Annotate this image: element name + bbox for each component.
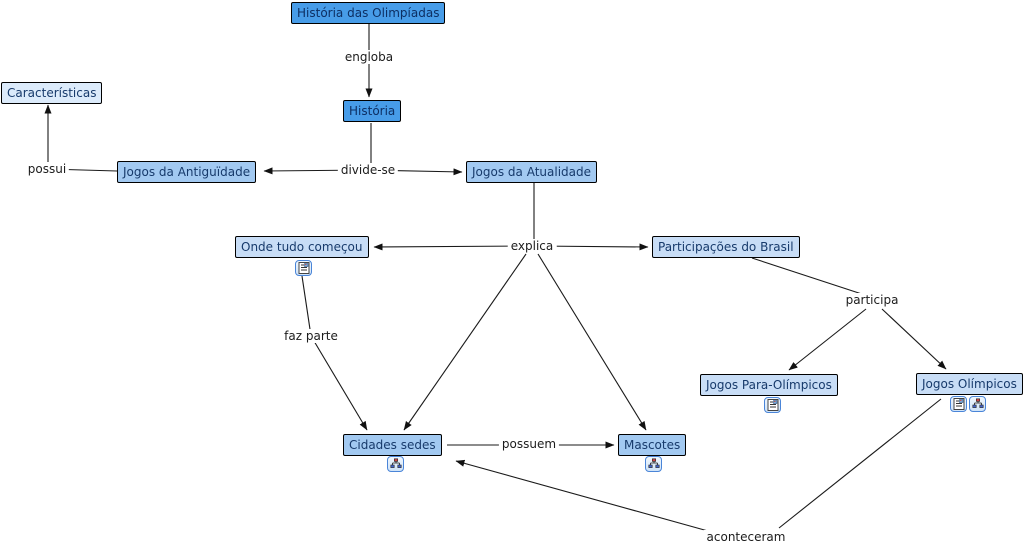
edge-olimpicos-aconteceram [778, 398, 942, 529]
edge-participacoes-participa [751, 257, 872, 298]
link-label-engloba[interactable]: engloba [341, 50, 397, 64]
concept-map-icon [390, 458, 402, 468]
edge-explica-mascotes [537, 253, 647, 431]
concept-map-resource-icon[interactable] [969, 396, 986, 412]
node-mascotes[interactable]: Mascotes [618, 434, 687, 456]
document-icon [953, 398, 964, 410]
edge-faz-parte-cidades [310, 335, 368, 431]
link-label-possui[interactable]: possui [24, 162, 70, 176]
node-jogos-olimpicos[interactable]: Jogos Olímpicos [916, 373, 1023, 395]
concept-map-resource-icon[interactable] [645, 456, 662, 472]
concept-map-icon [972, 398, 984, 408]
node-cidades-sedes[interactable]: Cidades sedes [343, 434, 442, 456]
edge-onde-tudo-faz-parte [301, 275, 312, 337]
document-icon [298, 262, 309, 274]
document-resource-icon[interactable] [764, 397, 781, 413]
document-resource-icon[interactable] [295, 260, 312, 276]
link-label-aconteceram[interactable]: aconteceram [703, 530, 789, 544]
node-historia[interactable]: História [343, 100, 402, 122]
edge-aconteceram-cidades [455, 459, 709, 532]
edge-participa-olimpicos [881, 308, 947, 370]
node-onde-tudo-comecou[interactable]: Onde tudo começou [235, 236, 369, 258]
edge-explica-onde-tudo [373, 243, 531, 251]
node-jogos-da-antiguidade[interactable]: Jogos da Antiguïdade [117, 161, 257, 183]
node-caracteristicas[interactable]: Características [1, 82, 103, 104]
link-label-participa[interactable]: participa [842, 293, 902, 307]
node-historia-das-olimpiadas[interactable]: História das Olimpíadas [291, 2, 446, 24]
link-label-faz-parte[interactable]: faz parte [281, 329, 341, 343]
node-jogos-para-olimpicos[interactable]: Jogos Para-Olímpicos [700, 374, 838, 396]
link-label-explica[interactable]: explica [507, 239, 557, 253]
document-icon [767, 399, 778, 411]
node-participacoes-do-brasil[interactable]: Participações do Brasil [652, 236, 800, 258]
edge-explica-cidades [403, 253, 527, 431]
link-label-possuem[interactable]: possuem [498, 437, 560, 451]
node-jogos-da-atualidade[interactable]: Jogos da Atualidade [466, 161, 597, 183]
concept-map-resource-icon[interactable] [387, 456, 404, 472]
link-label-divide-se[interactable]: divide-se [337, 163, 399, 177]
edge-participa-paraolimpicos [788, 308, 867, 371]
concept-map-icon [648, 458, 660, 468]
document-resource-icon[interactable] [950, 396, 967, 412]
